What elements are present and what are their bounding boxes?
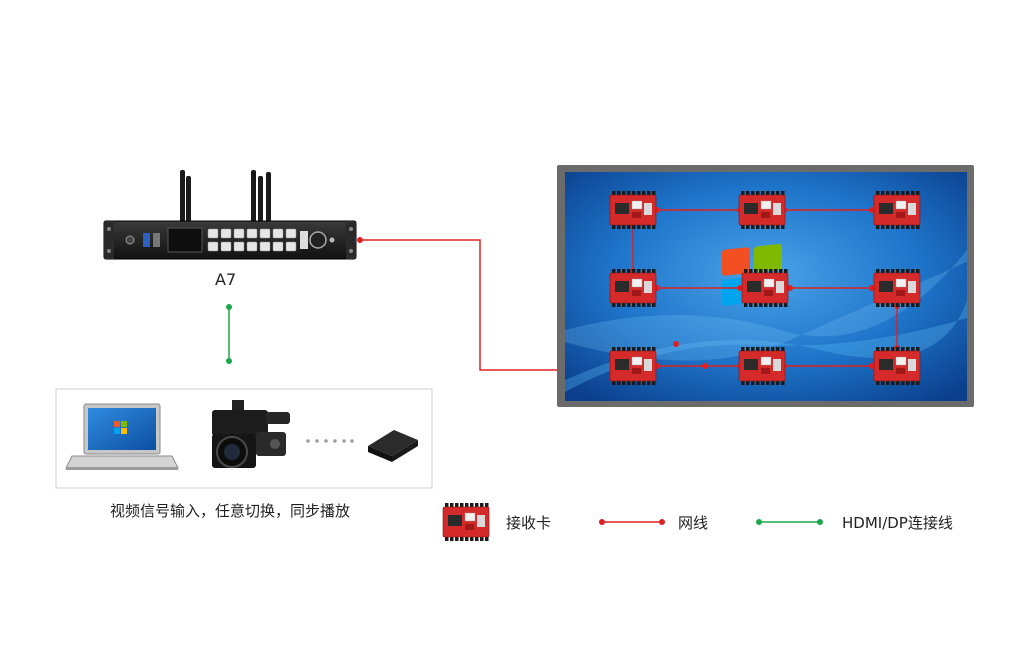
receiver-card-icon — [742, 269, 788, 307]
sources-box — [56, 389, 432, 488]
receiver-card-icon — [610, 191, 656, 229]
legend-label-hdmi-cable: HDMI/DP连接线 — [842, 512, 953, 533]
receiver-card-icon — [874, 347, 920, 385]
legend-item-hdmi-cable: HDMI/DP连接线 — [842, 510, 953, 534]
receiver-card-icon — [610, 269, 656, 307]
legend — [443, 503, 823, 541]
receiver-card-icon — [874, 269, 920, 307]
receiver-card-icon — [443, 503, 489, 541]
antenna-icon — [258, 176, 263, 222]
antenna-icon — [251, 170, 256, 222]
antenna-icon — [180, 170, 185, 222]
hdmi-link — [226, 304, 232, 364]
legend-label-receiver-card: 接收卡 — [506, 512, 551, 533]
legend-item-receiver-card: 接收卡 — [506, 510, 551, 534]
network-cable-legend-icon — [599, 519, 665, 525]
antenna-icon — [186, 176, 191, 222]
device-label: A7 — [215, 270, 236, 289]
receiver-card-icon — [739, 347, 785, 385]
hdmi-cable-legend-icon — [756, 519, 823, 525]
legend-item-network-cable: 网线 — [678, 510, 708, 534]
receiver-card-icon — [739, 191, 785, 229]
receiver-card-icon — [874, 191, 920, 229]
video-processor-device — [104, 170, 356, 259]
receiver-card-icon — [610, 347, 656, 385]
legend-label-network-cable: 网线 — [678, 512, 708, 533]
sources-caption: 视频信号输入，任意切换，同步播放 — [110, 500, 350, 521]
knob-icon — [310, 232, 326, 248]
receiver-card-legend-icon — [443, 503, 489, 541]
antenna-icon — [266, 172, 271, 222]
